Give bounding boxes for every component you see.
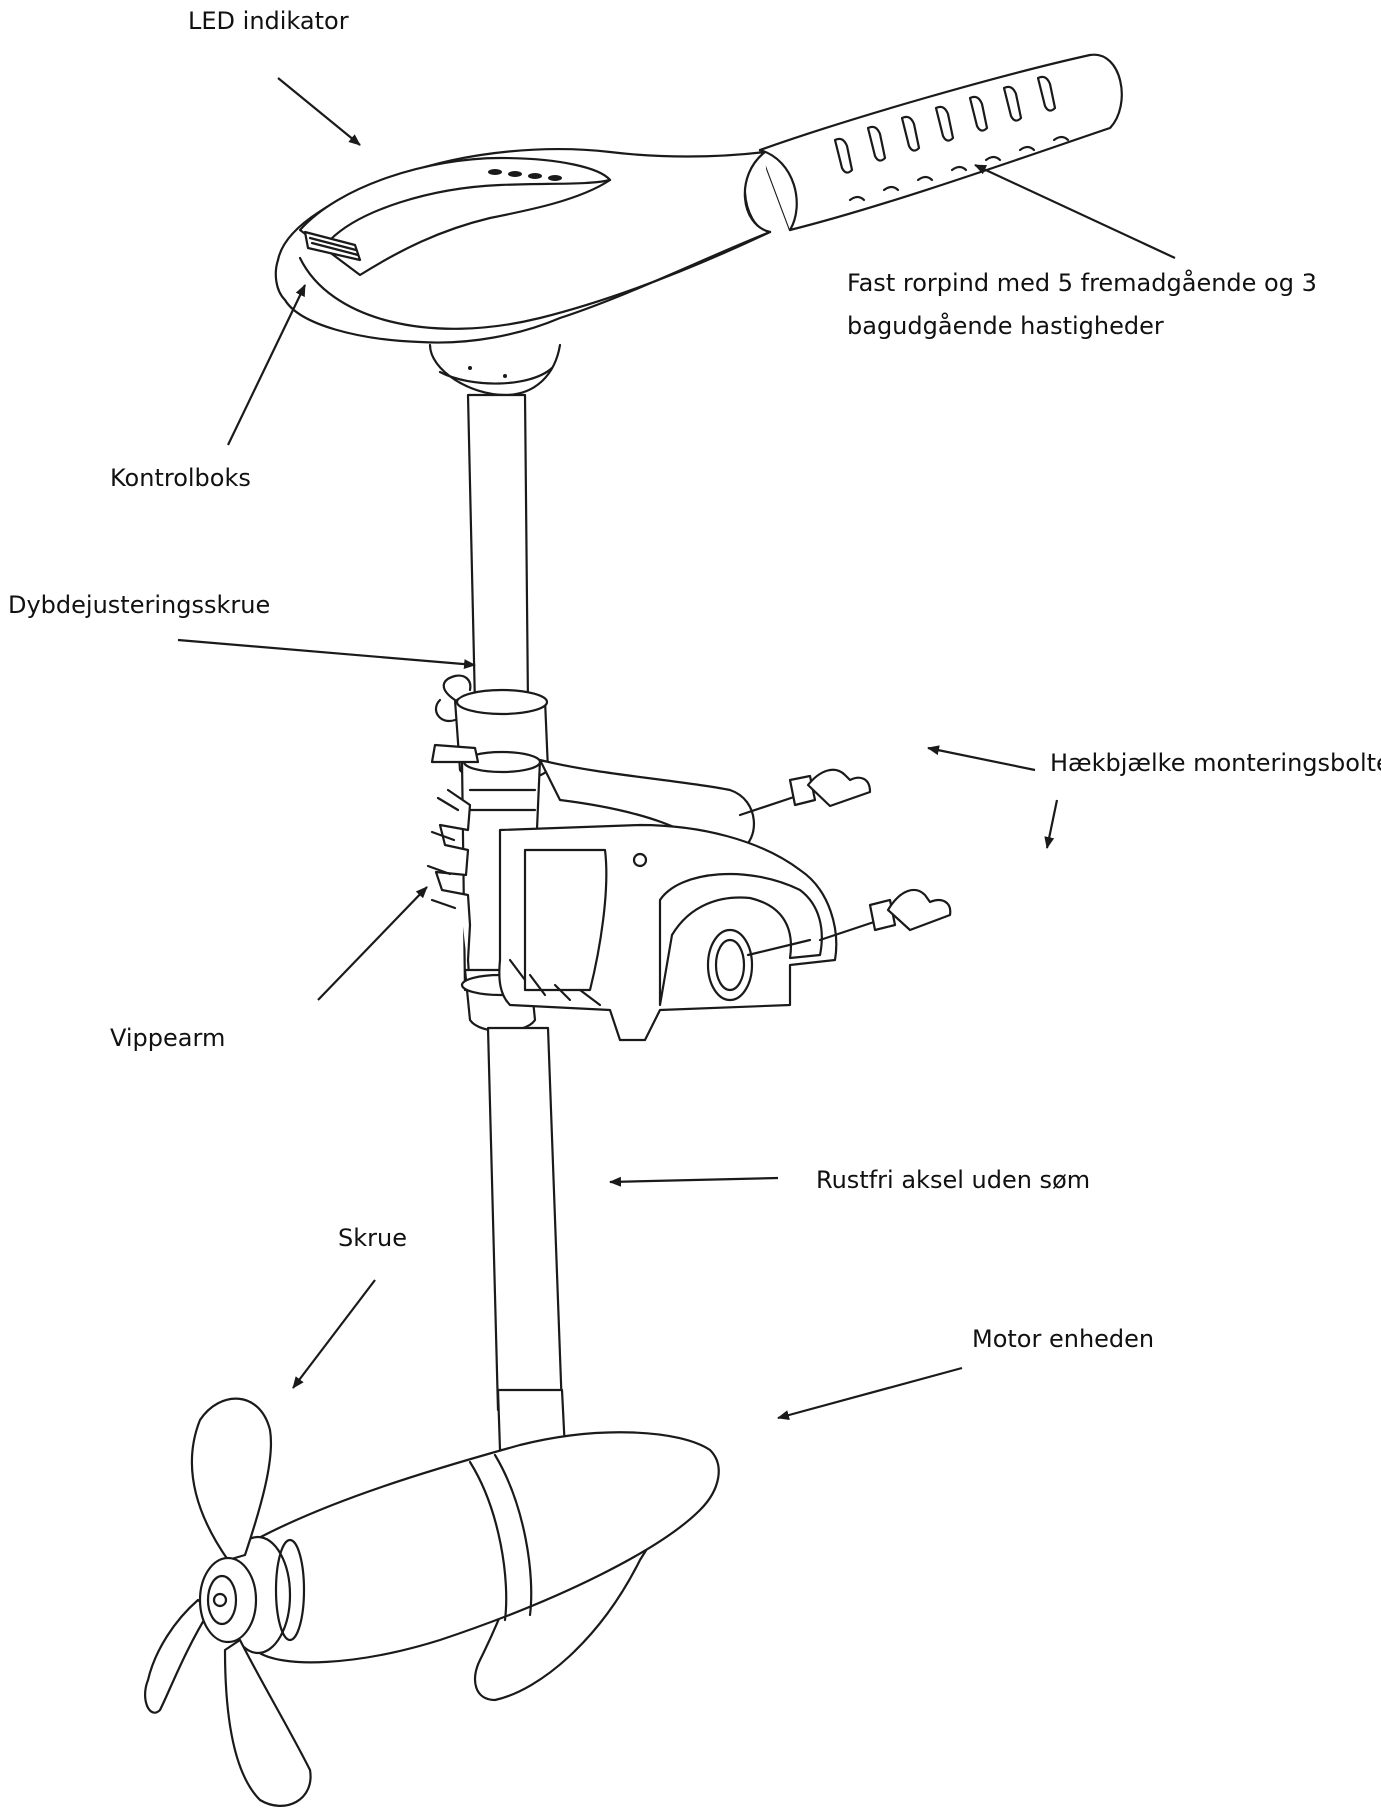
arrow-prop [292,1279,376,1389]
arrow-control [227,284,306,446]
tiller-handle [743,53,1123,234]
arrow-transom-left [927,745,1036,772]
propeller [143,1397,312,1807]
tiller-label-line2: bagudgående hastigheder [847,312,1164,340]
transom-bolts-label: Hækbjælke monteringsbolte [1050,749,1381,777]
propeller-label: Skrue [338,1224,407,1252]
shaft-label: Rustfri aksel uden søm [816,1166,1091,1194]
motor-unit-label: Motor enheden [972,1325,1155,1353]
tiller-label-line1: Fast rorpind med 5 fremadgående og 3 [847,269,1317,297]
motor-unit [224,1431,720,1702]
arrow-depth [177,638,476,670]
depth-screw-label: Dybdejusteringsskrue [8,591,271,619]
clamp [498,758,838,1042]
wing-screw-upper [738,768,872,817]
upper-shaft [466,393,530,707]
led-indicator-label: LED indikator [188,7,349,35]
arrow-tiller [974,164,1176,259]
arrow-shaft [609,1176,779,1187]
arrow-transom-down [1044,799,1059,849]
arrow-led [277,77,361,146]
wing-screw-lower [818,888,952,942]
control-box-label: Kontrolboks [110,464,251,492]
lower-shaft [486,1026,567,1452]
control-box [274,148,772,397]
arrow-motor [777,1366,963,1420]
arrow-tilt [317,886,428,1001]
tilt-arm-label: Vippearm [110,1024,226,1052]
